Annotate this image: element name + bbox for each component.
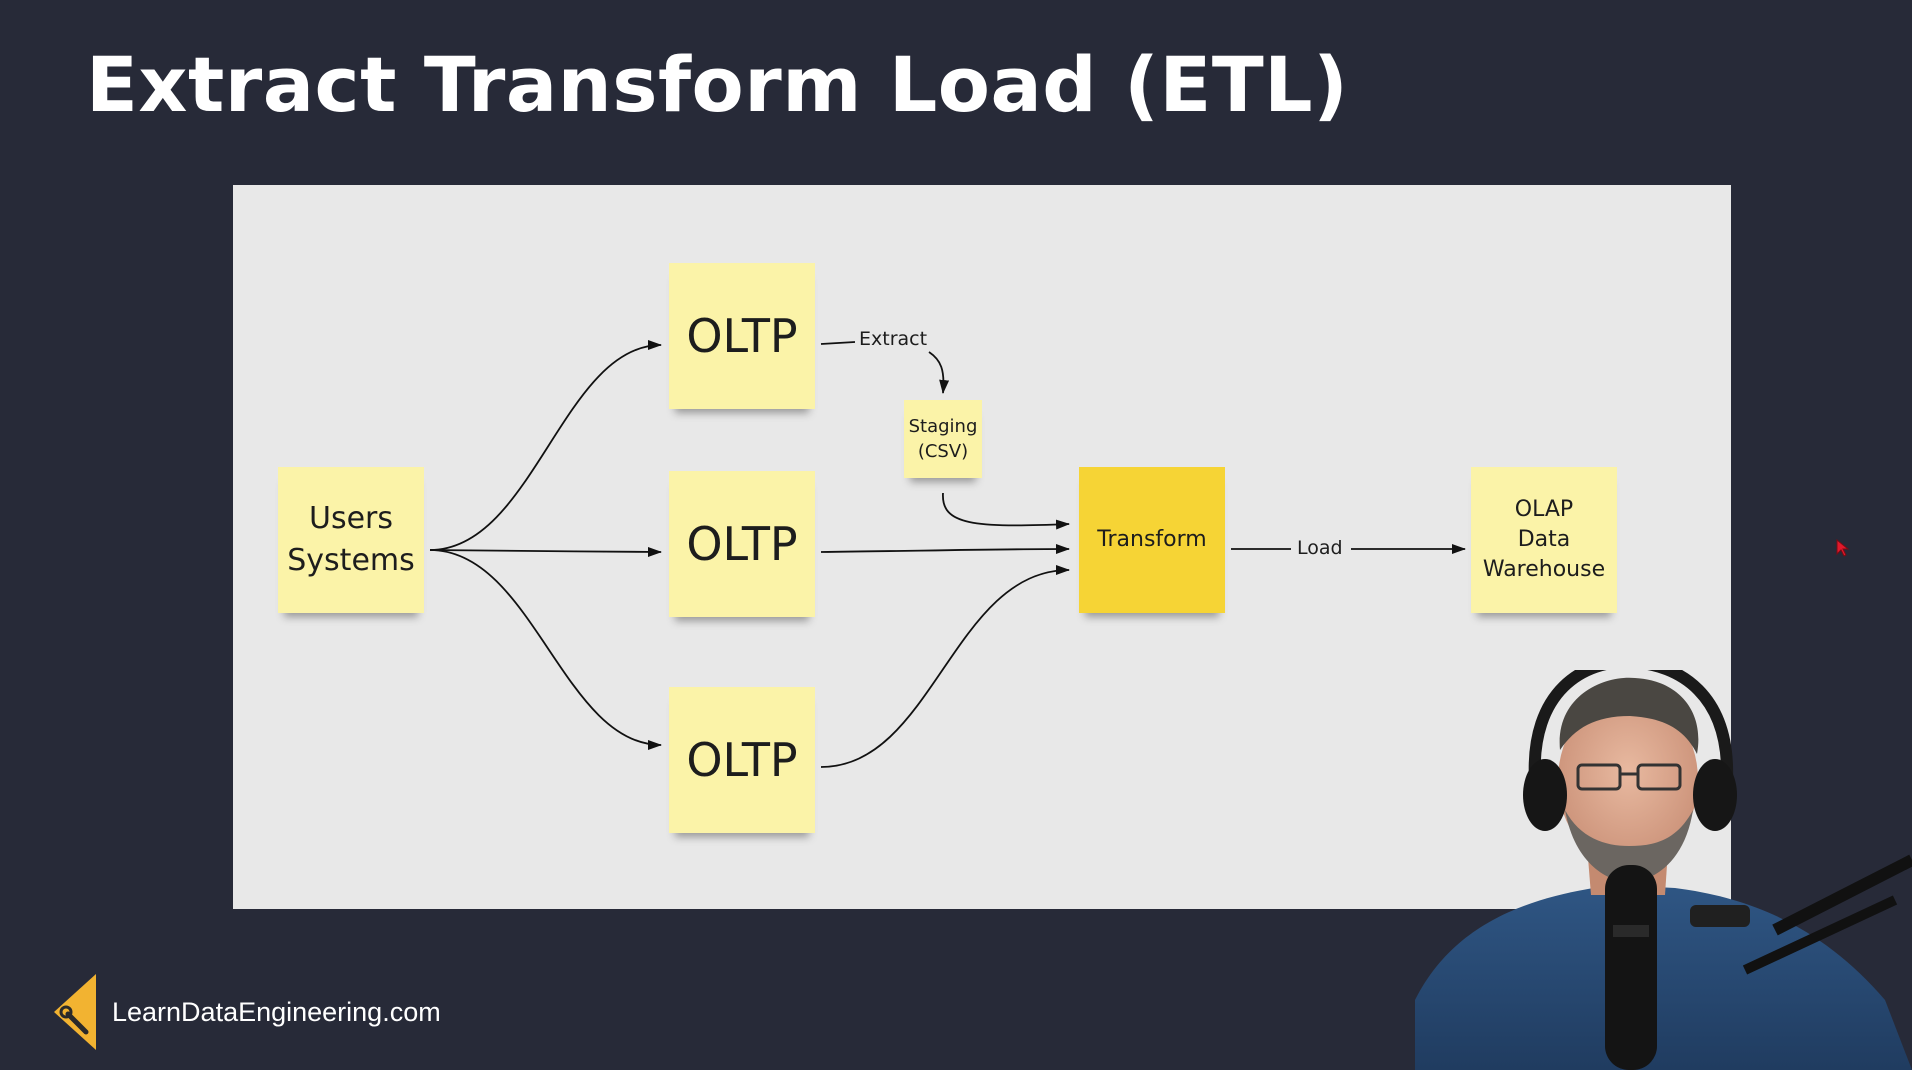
footer-brand: LearnDataEngineering.com bbox=[52, 972, 441, 1052]
staging-csv-note: Staging (CSV) bbox=[904, 400, 982, 478]
presenter-video-image bbox=[1415, 670, 1912, 1070]
load-label: Load bbox=[1293, 536, 1347, 560]
edge-extract-to-staging bbox=[928, 351, 950, 394]
oltp-bottom-note: OLTP bbox=[669, 687, 815, 833]
footer-brand-text: LearnDataEngineering.com bbox=[112, 996, 441, 1027]
diagram-connectors bbox=[429, 340, 1466, 768]
diagram-board: Users Systems OLTP OLTP OLTP Staging (CS… bbox=[233, 185, 1731, 909]
wrench-diamond-icon bbox=[54, 974, 96, 1050]
mouse-pointer-icon bbox=[1836, 539, 1850, 557]
transform-note: Transform bbox=[1079, 467, 1225, 613]
edge-oltp-bottom-to-transform bbox=[820, 565, 1070, 768]
presenter-webcam bbox=[1415, 670, 1912, 1070]
edge-users-to-oltp-top bbox=[429, 340, 662, 551]
edge-users-to-oltp-bottom bbox=[429, 549, 662, 750]
edge-oltp-middle-to-transform bbox=[820, 544, 1070, 555]
olap-data-warehouse-note: OLAP Data Warehouse bbox=[1471, 467, 1617, 613]
users-systems-note: Users Systems bbox=[278, 467, 424, 613]
slide-title: Extract Transform Load (ETL) bbox=[86, 40, 1349, 129]
edge-staging-to-transform bbox=[942, 492, 1070, 530]
edge-users-to-oltp-middle bbox=[429, 546, 662, 557]
extract-label: Extract bbox=[855, 327, 932, 351]
edge-oltp-top-to-extract bbox=[820, 341, 856, 345]
oltp-middle-note: OLTP bbox=[669, 471, 815, 617]
oltp-top-note: OLTP bbox=[669, 263, 815, 409]
